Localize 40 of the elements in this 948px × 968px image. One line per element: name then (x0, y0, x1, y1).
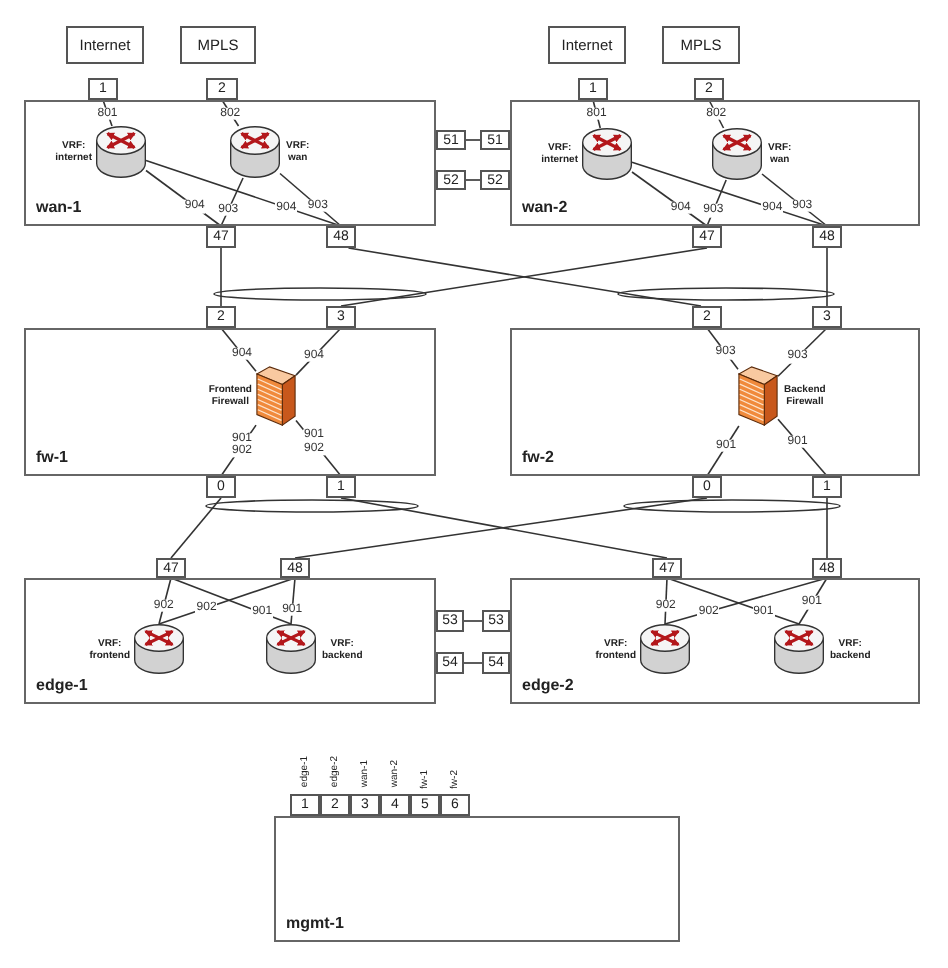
device-name: edge-2 (522, 678, 574, 694)
connector-line (777, 418, 828, 477)
device-name: fw-1 (36, 450, 68, 466)
connector-line (220, 247, 222, 307)
device-box (510, 578, 920, 704)
connector-line (220, 177, 244, 227)
connector-line (170, 497, 222, 559)
connector-line (294, 497, 708, 559)
connector-line (340, 497, 668, 559)
device-name: fw-2 (522, 450, 554, 466)
device-name: mgmt-1 (286, 916, 344, 932)
connector-line (145, 159, 342, 227)
connector-line (463, 620, 483, 622)
connector-line (631, 171, 708, 227)
connector-line (290, 577, 296, 625)
connector-line (664, 577, 668, 625)
device-box (274, 816, 680, 942)
connector-line (295, 327, 342, 376)
connector-line (706, 425, 740, 477)
connector-line (826, 497, 828, 559)
connector-line (145, 169, 222, 227)
connector-line (761, 173, 828, 227)
connector-line (631, 161, 828, 227)
connector-line (826, 247, 828, 307)
device-box (24, 578, 436, 704)
connector-line (666, 577, 800, 625)
device-box (24, 328, 436, 476)
device-name: wan-2 (522, 200, 568, 216)
device-name: edge-1 (36, 678, 88, 694)
connector-line (706, 179, 727, 227)
connector-line (465, 139, 481, 141)
connector-line (102, 99, 113, 127)
connector-line (220, 327, 257, 373)
connector-line (463, 662, 483, 664)
device-name: wan-1 (36, 200, 82, 216)
connector-line (592, 99, 602, 129)
connector-line (777, 327, 828, 378)
connector-line (465, 179, 481, 181)
connector-line (158, 577, 172, 625)
device-box (510, 328, 920, 476)
